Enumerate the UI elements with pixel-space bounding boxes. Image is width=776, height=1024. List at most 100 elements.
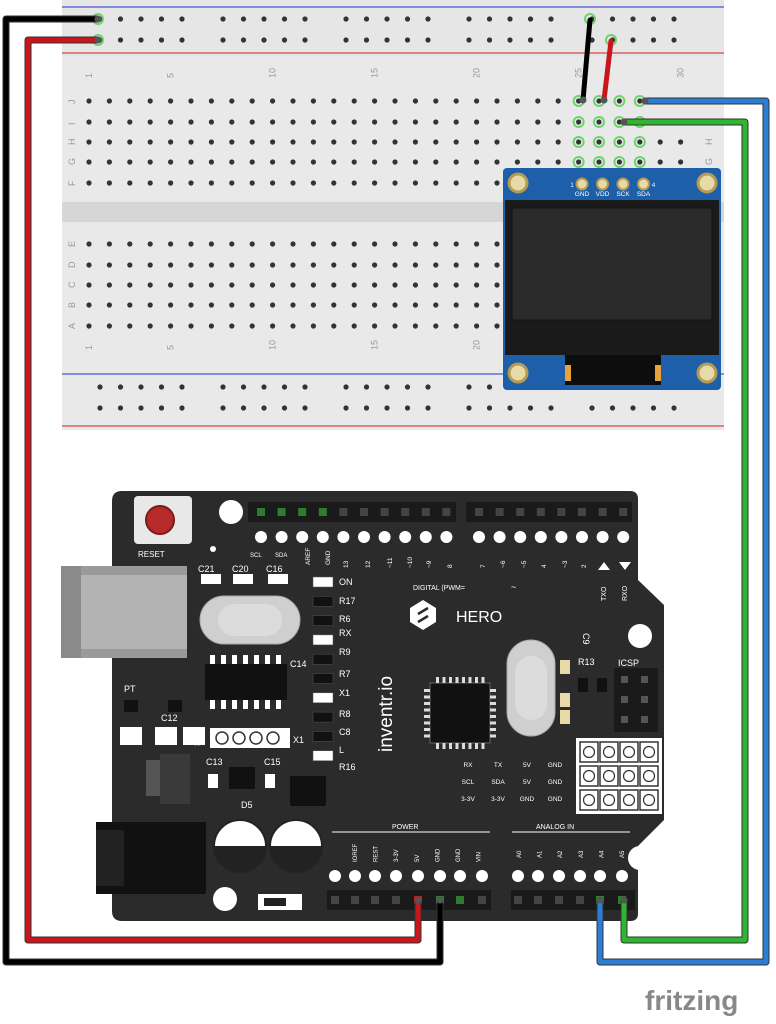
component-label: C12 xyxy=(161,713,178,723)
header-label: ~10 xyxy=(407,557,414,568)
breadboard-hole xyxy=(404,37,411,43)
row-letter: F xyxy=(67,180,77,186)
breadboard-hole xyxy=(494,302,500,308)
header-pad xyxy=(275,531,288,543)
breadboard-hole xyxy=(331,282,337,288)
breadboard-hole xyxy=(494,323,500,329)
breadboard-hole xyxy=(290,139,296,145)
breadboard-hole xyxy=(433,262,439,268)
fritzing-logo: fritzing xyxy=(645,985,738,1016)
breadboard-hole xyxy=(576,159,582,165)
breadboard-hole xyxy=(281,16,288,22)
breadboard-hole xyxy=(208,98,214,104)
breadboard-hole xyxy=(433,282,439,288)
breadboard-hole xyxy=(290,159,296,165)
wire-end xyxy=(94,15,102,23)
column-number: 20 xyxy=(472,68,482,78)
info-label: GND xyxy=(548,762,563,769)
breadboard-hole xyxy=(229,139,235,145)
info-label: GND xyxy=(520,796,535,803)
breadboard-hole xyxy=(486,37,493,43)
breadboard-hole xyxy=(281,37,288,43)
breadboard-hole xyxy=(372,302,378,308)
breadboard-hole xyxy=(527,37,534,43)
analog-pin-label: A1 xyxy=(538,850,544,858)
breadboard-hole xyxy=(220,16,226,22)
breadboard-hole xyxy=(474,180,480,186)
analog-pin-label: A5 xyxy=(620,850,626,858)
breadboard-hole xyxy=(351,241,357,247)
component-label: R6 xyxy=(339,614,351,624)
header-label: ~9 xyxy=(426,560,433,568)
breadboard-hole xyxy=(412,323,418,329)
breadboard-hole xyxy=(208,282,214,288)
breadboard-hole xyxy=(535,139,541,145)
smd-component xyxy=(578,678,588,692)
breadboard-hole xyxy=(453,302,459,308)
breadboard-hole xyxy=(596,119,602,125)
header-pin xyxy=(360,508,368,516)
info-label: GND xyxy=(548,779,563,786)
breadboard-hole xyxy=(86,262,92,268)
breadboard-hole xyxy=(127,282,133,288)
breadboard-hole xyxy=(494,139,500,145)
oled-pin xyxy=(575,177,589,191)
breadboard-hole xyxy=(106,159,112,165)
analog-pin-label: A2 xyxy=(558,850,564,858)
analog-header xyxy=(511,890,635,910)
power-pin-label: IOREF xyxy=(353,843,359,862)
breadboard-hole xyxy=(466,37,472,43)
breadboard-hole xyxy=(208,180,214,186)
breadboard-hole xyxy=(392,98,398,104)
header-pad xyxy=(534,531,547,543)
breadboard-hole xyxy=(453,98,459,104)
smd-component xyxy=(233,574,253,584)
header-pin xyxy=(578,508,586,516)
breadboard-hole xyxy=(609,405,616,411)
column-number: 5 xyxy=(166,345,176,350)
power-pin-label: REST xyxy=(374,846,380,862)
breadboard-hole xyxy=(229,282,235,288)
breadboard-hole xyxy=(290,119,296,125)
breadboard-hole xyxy=(637,159,643,165)
rx-label: RXO xyxy=(622,585,629,601)
breadboard-hole xyxy=(412,98,418,104)
breadboard-hole xyxy=(331,262,337,268)
scl-wire xyxy=(621,119,748,943)
breadboard-hole xyxy=(240,405,247,411)
breadboard-hole xyxy=(474,98,480,104)
breadboard-hole xyxy=(86,241,92,247)
brand-label: inventr.io xyxy=(376,676,397,752)
breadboard-hole xyxy=(188,302,194,308)
connected-hole xyxy=(593,116,605,128)
breadboard-hole xyxy=(555,119,561,125)
stb-pin xyxy=(249,731,263,745)
breadboard-hole xyxy=(302,384,308,390)
breadboard-hole xyxy=(650,405,657,411)
breadboard-hole xyxy=(351,282,357,288)
wire-end xyxy=(579,96,587,104)
smd-component xyxy=(268,574,288,584)
breadboard-hole xyxy=(412,282,418,288)
analog-pin-label: A0 xyxy=(517,850,523,858)
breadboard-hole xyxy=(527,405,534,411)
icsp-pin xyxy=(641,676,648,683)
oled-mount-hole xyxy=(507,362,529,384)
reset-button[interactable] xyxy=(145,505,175,535)
smd-component xyxy=(312,653,334,665)
breadboard-hole xyxy=(609,16,616,22)
grid-pin xyxy=(582,793,596,807)
breadboard-hole xyxy=(494,262,500,268)
info-label: SDA xyxy=(491,779,505,786)
breadboard-hole xyxy=(86,139,92,145)
breadboard-hole xyxy=(290,98,296,104)
breadboard-hole xyxy=(351,139,357,145)
header-pin xyxy=(442,508,451,516)
breadboard-hole xyxy=(220,37,226,43)
header-pad xyxy=(594,870,606,882)
breadboard-hole xyxy=(229,119,235,125)
breadboard-hole xyxy=(270,98,276,104)
header-label: SDA xyxy=(275,553,287,559)
